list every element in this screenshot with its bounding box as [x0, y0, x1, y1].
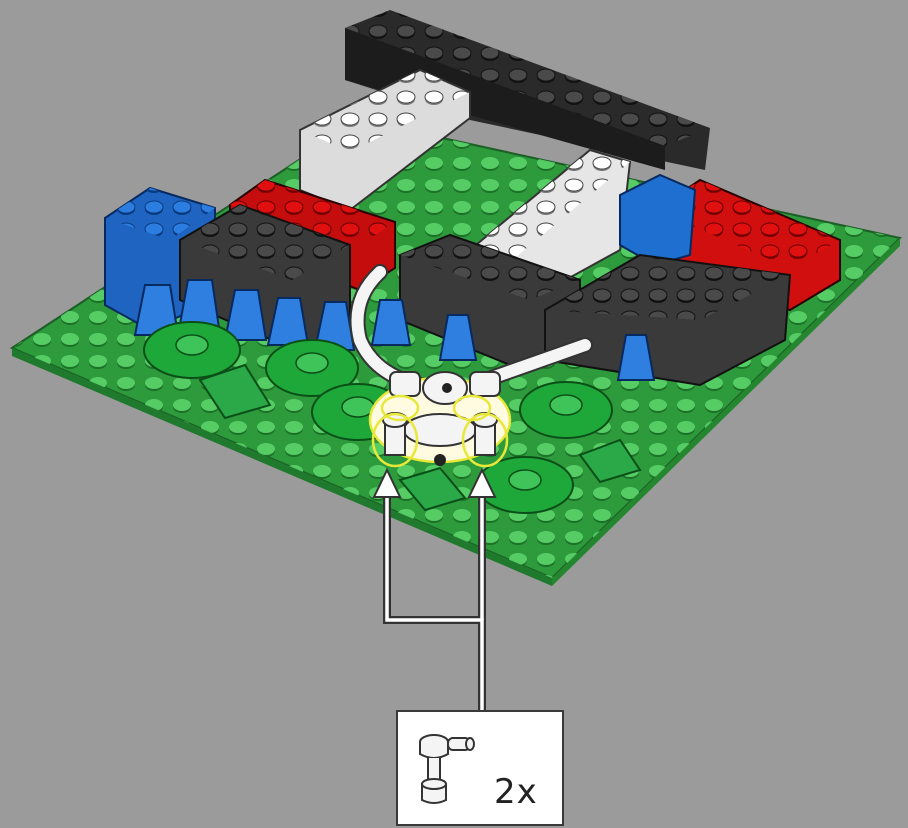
blue-brick-right — [620, 175, 695, 265]
new-part-highlight — [370, 372, 510, 466]
parts-callout: 2x — [396, 710, 564, 826]
part-quantity: 2x — [494, 772, 538, 812]
faucet-part-icon — [412, 728, 482, 808]
